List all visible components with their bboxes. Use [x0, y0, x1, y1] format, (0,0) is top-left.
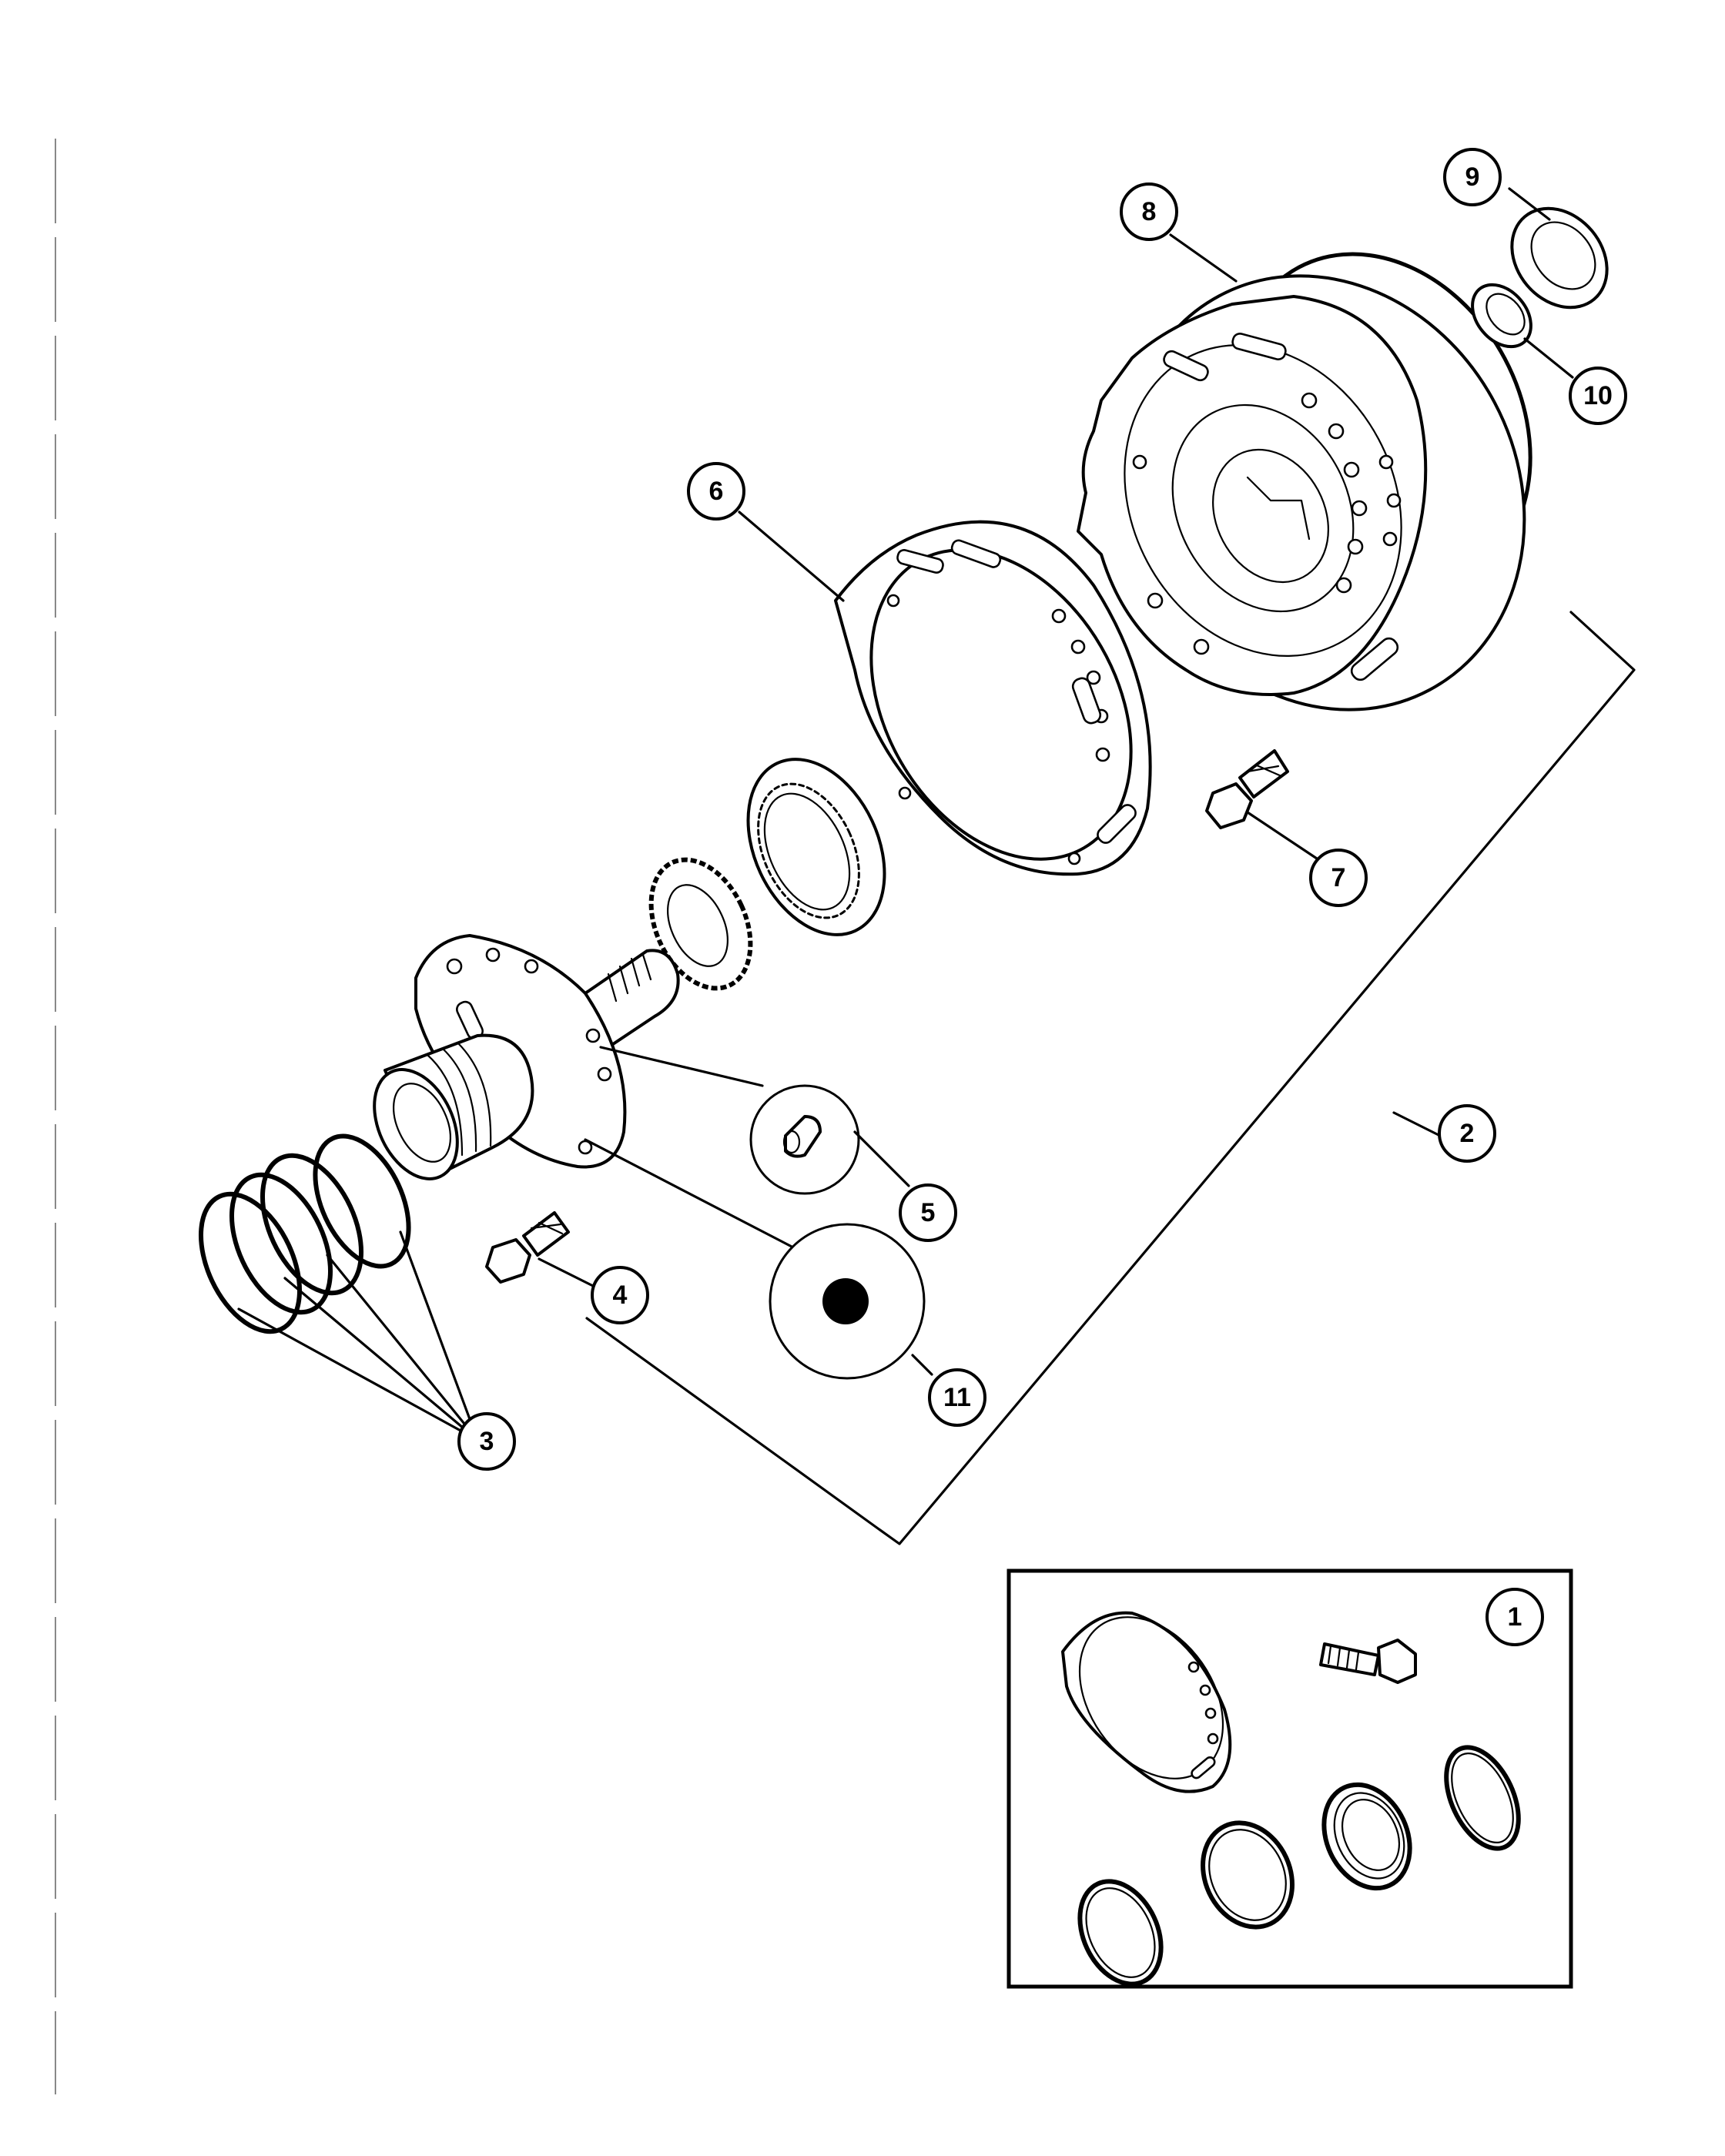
callout-1: 1 [1486, 1588, 1544, 1646]
pump-body [1077, 252, 1532, 711]
bushing [1471, 283, 1532, 349]
assembly-bracket [585, 611, 1636, 1545]
callout-4: 4 [591, 1266, 649, 1324]
callout-11: 11 [928, 1368, 986, 1427]
outer-gear [746, 758, 886, 936]
callout-5-label: 5 [921, 1198, 936, 1227]
leader-lines [237, 187, 1574, 1441]
callout-8: 8 [1120, 182, 1178, 241]
kit-inset [1007, 1568, 1573, 1989]
bolt-lower [485, 1211, 570, 1284]
callout-6: 6 [687, 462, 745, 521]
callout-7: 7 [1309, 849, 1368, 907]
callout-11-label: 11 [943, 1383, 971, 1412]
callout-2: 2 [1438, 1104, 1496, 1163]
callout-1-label: 1 [1508, 1602, 1522, 1632]
callout-9: 9 [1443, 148, 1502, 206]
inner-gear [648, 857, 753, 991]
pump-body-face [1077, 295, 1428, 696]
pump-body-holes [1132, 392, 1402, 655]
callout-5: 5 [899, 1183, 957, 1242]
orifice-detail [584, 1138, 926, 1380]
callout-3: 3 [457, 1412, 516, 1471]
callout-3-label: 3 [480, 1427, 494, 1456]
callout-9-label: 9 [1465, 162, 1480, 192]
callout-6-label: 6 [709, 477, 724, 506]
callout-2-label: 2 [1460, 1119, 1475, 1148]
callout-10: 10 [1569, 367, 1627, 425]
callout-4-label: 4 [613, 1281, 628, 1310]
seal [1510, 206, 1609, 310]
bolt-upper [1205, 749, 1289, 829]
callout-8-label: 8 [1142, 197, 1157, 226]
gasket [834, 520, 1152, 876]
callout-10-label: 10 [1583, 381, 1613, 410]
seal-rings [198, 1133, 411, 1334]
callout-7-label: 7 [1331, 863, 1346, 892]
plug-detail [599, 1046, 860, 1195]
reaction-shaft-support [373, 934, 680, 1180]
